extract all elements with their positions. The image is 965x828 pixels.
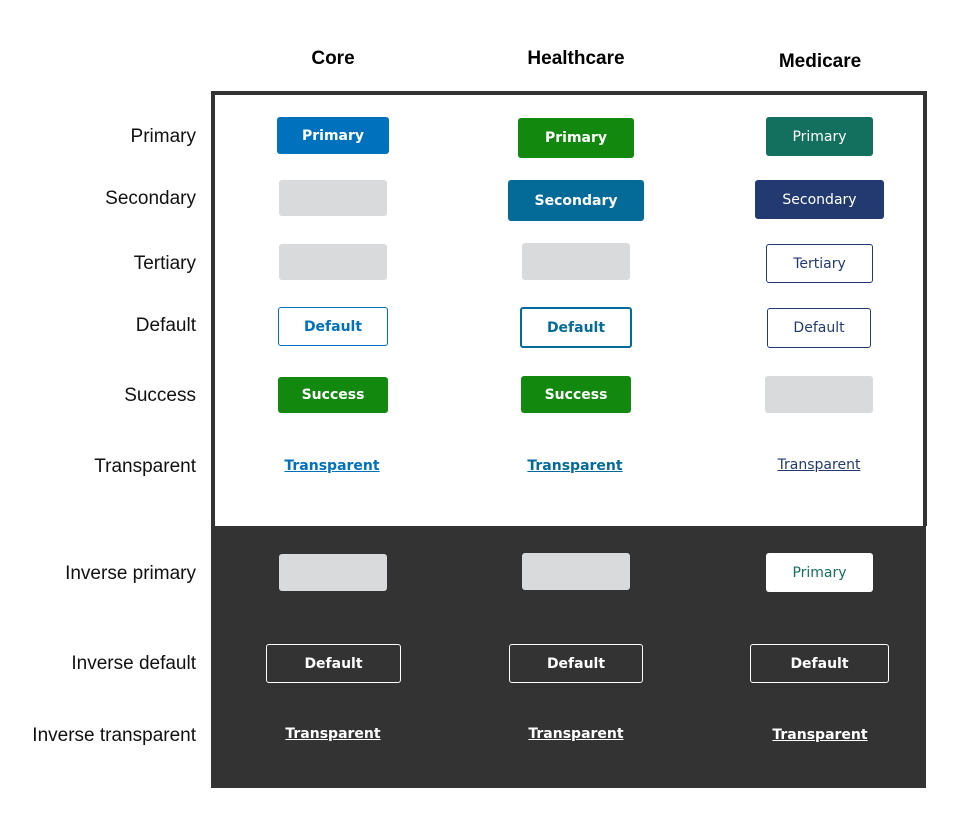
core-inverse-primary-placeholder	[279, 554, 387, 591]
medicare-inverse-primary-button[interactable]: Primary	[766, 553, 873, 592]
medicare-default-button[interactable]: Default	[767, 308, 871, 348]
core-transparent-button[interactable]: Transparent	[284, 458, 380, 474]
row-label-inverse-transparent: Inverse transparent	[32, 725, 196, 746]
medicare-inverse-transparent-button[interactable]: Transparent	[772, 727, 868, 743]
healthcare-success-button[interactable]: Success	[521, 376, 631, 413]
healthcare-inverse-primary-placeholder	[522, 553, 630, 590]
core-secondary-placeholder	[279, 180, 387, 216]
medicare-tertiary-button[interactable]: Tertiary	[766, 244, 873, 283]
medicare-success-placeholder	[765, 376, 873, 413]
row-label-secondary: Secondary	[105, 188, 196, 209]
healthcare-secondary-button[interactable]: Secondary	[508, 180, 644, 221]
core-primary-button[interactable]: Primary	[277, 117, 389, 154]
medicare-transparent-button[interactable]: Transparent	[777, 457, 861, 473]
row-label-transparent: Transparent	[94, 456, 196, 477]
medicare-inverse-default-button[interactable]: Default	[750, 644, 889, 683]
row-label-tertiary: Tertiary	[133, 253, 196, 274]
row-label-primary: Primary	[130, 126, 196, 147]
healthcare-inverse-default-button[interactable]: Default	[509, 644, 643, 683]
healthcare-tertiary-placeholder	[522, 243, 630, 280]
core-success-button[interactable]: Success	[278, 377, 388, 413]
core-default-button[interactable]: Default	[278, 307, 388, 346]
column-header-healthcare: Healthcare	[527, 48, 625, 69]
column-header-medicare: Medicare	[778, 51, 862, 72]
core-inverse-default-button[interactable]: Default	[266, 644, 401, 683]
healthcare-primary-button[interactable]: Primary	[518, 118, 634, 158]
row-label-default: Default	[135, 315, 196, 336]
healthcare-inverse-transparent-button[interactable]: Transparent	[528, 726, 624, 742]
healthcare-transparent-button[interactable]: Transparent	[527, 458, 623, 474]
column-header-core: Core	[311, 48, 355, 69]
core-tertiary-placeholder	[279, 244, 387, 280]
medicare-secondary-button[interactable]: Secondary	[755, 180, 884, 219]
core-inverse-transparent-button[interactable]: Transparent	[285, 726, 381, 742]
healthcare-default-button[interactable]: Default	[520, 307, 632, 348]
medicare-primary-button[interactable]: Primary	[766, 117, 873, 156]
row-label-inverse-default: Inverse default	[71, 653, 196, 674]
row-label-inverse-primary: Inverse primary	[65, 563, 196, 584]
row-label-success: Success	[124, 385, 196, 406]
